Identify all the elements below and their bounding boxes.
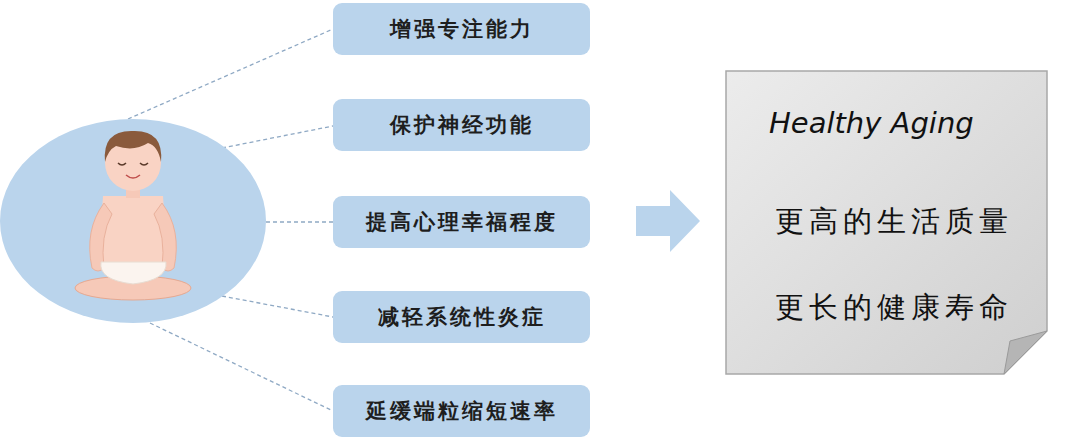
benefit-box: 提高心理幸福程度 [333,196,590,248]
benefit-box: 增强专注能力 [333,3,590,55]
benefit-text: 减轻系统性炎症 [378,303,546,331]
benefit-text: 增强专注能力 [390,15,534,43]
note-card: Healthy Aging 更高的生活质量更长的健康寿命 [725,70,1048,375]
note-line: 更高的生活质量 [775,202,1013,242]
note-heading: Healthy Aging [769,106,974,140]
benefit-text: 提高心理幸福程度 [366,208,558,236]
benefit-box: 保护神经功能 [333,99,590,151]
note-line: 更长的健康寿命 [775,288,1013,328]
meditating-person [75,131,191,300]
person-ellipse [0,119,266,323]
benefit-box: 延缓端粒缩短速率 [333,385,590,437]
block-arrow [636,190,700,252]
benefit-text: 保护神经功能 [390,111,534,139]
benefit-text: 延缓端粒缩短速率 [366,397,558,425]
benefit-box: 减轻系统性炎症 [333,291,590,343]
